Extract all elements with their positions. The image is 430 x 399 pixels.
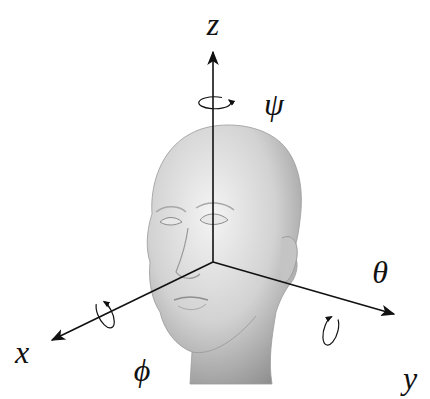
phi-rotation (93, 299, 118, 330)
head (147, 125, 301, 384)
x-axis (52, 262, 213, 340)
axis-label: x (15, 336, 29, 368)
rotation-arrows (93, 97, 341, 347)
axis-label: z (207, 8, 219, 40)
theta-rotation (320, 316, 341, 347)
psi-rotation-back (205, 97, 222, 98)
axis-label: ϕ (134, 354, 151, 386)
y-axis (213, 262, 394, 314)
axes (52, 52, 394, 340)
psi-rotation (199, 98, 231, 109)
axis-label: θ (372, 256, 388, 288)
axis-label: y (403, 362, 417, 394)
z-axis (212, 52, 214, 262)
axis-label: ψ (264, 88, 284, 120)
